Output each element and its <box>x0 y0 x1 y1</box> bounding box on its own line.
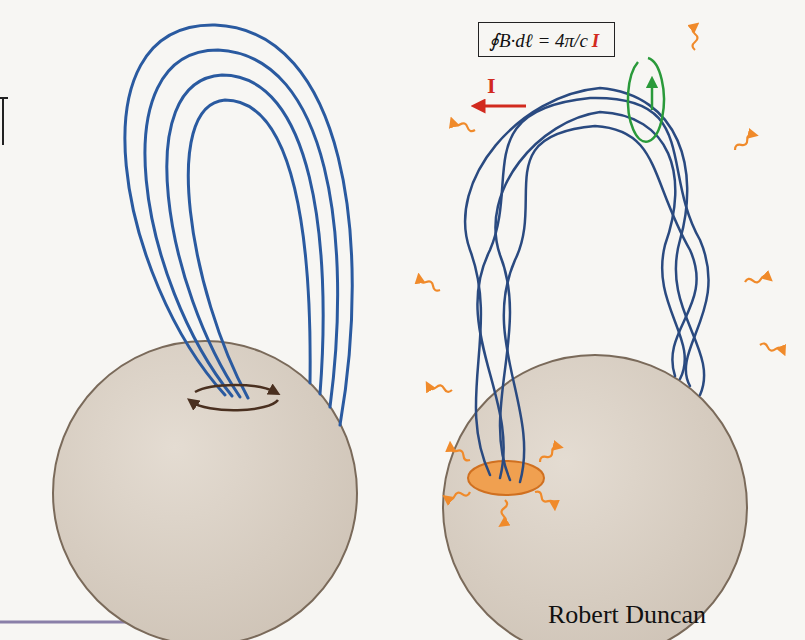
star-sphere <box>53 341 357 640</box>
rotation-arc <box>195 385 275 392</box>
photon-arrow <box>693 26 698 50</box>
rotation-ellipse <box>192 385 278 410</box>
photon-arrow <box>534 490 557 508</box>
photon-arrow <box>418 276 441 292</box>
current-arrow <box>478 105 526 108</box>
photon-arrow <box>446 490 470 501</box>
photon-arrow <box>500 500 507 524</box>
field-line <box>188 100 310 398</box>
photon-arrow <box>428 383 453 392</box>
star-sphere <box>443 355 747 640</box>
photon-arrow <box>759 343 783 354</box>
field-line <box>504 126 697 482</box>
current-symbol: I <box>592 30 599 51</box>
credit-caption: Robert Duncan <box>545 600 709 630</box>
amperian-loop <box>628 58 664 142</box>
field-line <box>125 25 352 425</box>
field-line <box>167 75 323 397</box>
twisted-field-lines <box>465 88 708 482</box>
field-line <box>477 98 708 478</box>
photon-arrow <box>733 133 755 152</box>
loop-arrow <box>651 82 654 110</box>
flux-loop <box>628 58 664 142</box>
radiation-arrows <box>418 26 784 524</box>
photon-arrow <box>745 275 770 284</box>
current-label: I <box>484 74 499 98</box>
edge-bracket <box>0 98 8 145</box>
rotation-arc <box>192 400 278 410</box>
field-line <box>495 112 684 480</box>
photon-arrow <box>452 119 476 132</box>
photon-arrow <box>449 444 472 462</box>
equation-text: ∮B·dℓ = 4π/c <box>489 30 588 51</box>
equation-box: ∮B·dℓ = 4π/cI <box>478 22 615 57</box>
field-lines <box>125 25 352 425</box>
photon-arrow <box>538 445 560 464</box>
field-line <box>145 50 338 407</box>
